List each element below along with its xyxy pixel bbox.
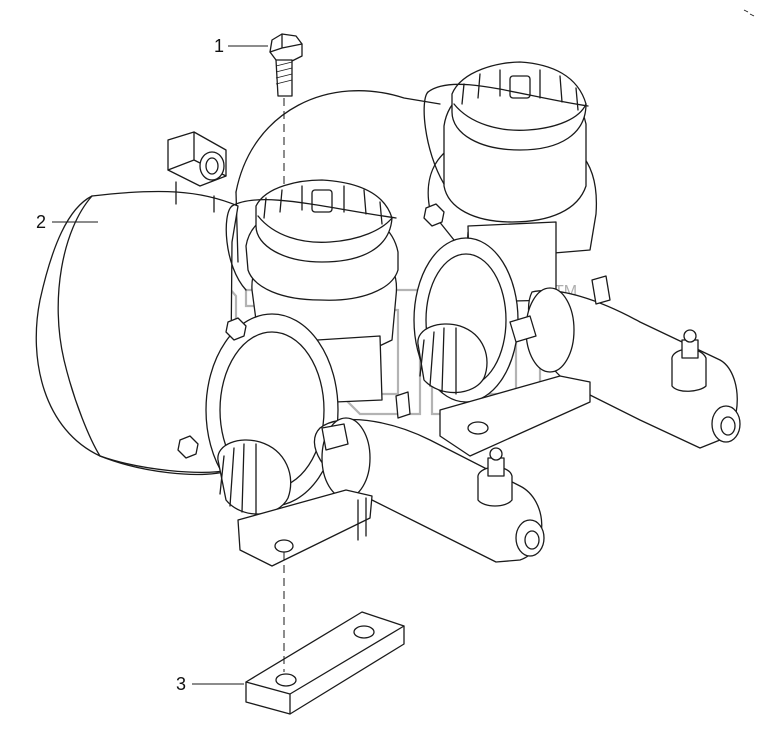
callout-2: 2 <box>36 212 98 232</box>
callout-3: 3 <box>176 674 244 694</box>
rear-outlet-housing <box>509 287 741 449</box>
rear-cap <box>423 61 589 223</box>
callout-1-number: 1 <box>214 36 224 56</box>
callout-3-number: 3 <box>176 674 186 694</box>
electrical-connector <box>167 131 227 213</box>
bolt-part <box>269 33 303 97</box>
callout-1: 1 <box>214 36 268 56</box>
mounting-bracket-front <box>237 489 373 567</box>
mounting-bracket-rear <box>439 375 591 457</box>
front-cap <box>225 179 399 301</box>
filter-canister-front <box>35 190 239 476</box>
corner-marks <box>743 9 755 17</box>
front-outlet-housing <box>313 417 545 563</box>
front-bleed-knob <box>217 439 292 517</box>
rear-bleed-knob <box>417 323 488 395</box>
callout-2-number: 2 <box>36 212 46 232</box>
hex-nuts <box>177 203 611 459</box>
mounting-plate-part <box>245 611 405 715</box>
